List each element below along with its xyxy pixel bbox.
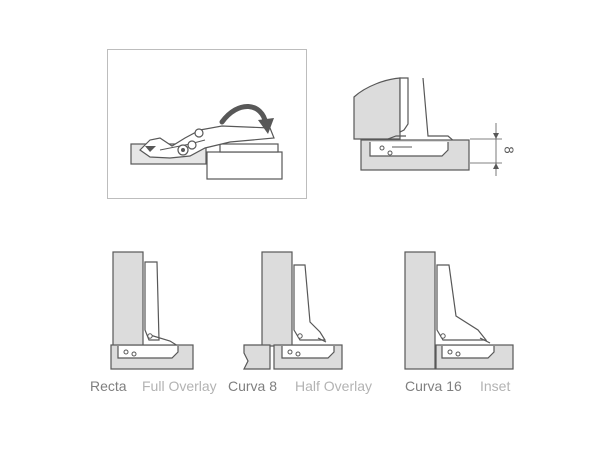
variant-overlay-full: Full Overlay <box>142 378 217 394</box>
hinge-link <box>317 337 327 343</box>
hinge-body <box>399 77 409 133</box>
adjacent-door-panel <box>243 344 271 370</box>
hinge-cup <box>441 346 495 359</box>
hinge-cup <box>281 346 335 359</box>
rotation-arrow-head <box>258 118 274 134</box>
cabinet-side-panel <box>404 251 436 370</box>
rotation-arrow <box>219 104 269 127</box>
variant-name-recta: Recta <box>90 378 127 394</box>
cup-screw-hole <box>387 150 393 156</box>
cup-screw-hole <box>287 349 293 355</box>
cup-screw-hole <box>123 349 129 355</box>
variant-overlay-half: Half Overlay <box>295 378 373 394</box>
cup-screw-hole <box>131 351 137 357</box>
cup-screw-hole <box>295 351 301 357</box>
hinge-arm <box>144 261 160 341</box>
dimension-arrow-top <box>493 133 499 139</box>
cabinet-side-panel <box>261 251 293 347</box>
hinge-pivot-2 <box>187 140 197 150</box>
hinge-pivot-3 <box>194 128 204 138</box>
cup-screw-hole <box>455 351 461 357</box>
hinge-pivot-center <box>181 148 185 152</box>
variant-curva8-illustration <box>243 251 343 370</box>
installation-illustration <box>107 49 307 199</box>
cabinet-side-panel <box>353 77 401 140</box>
hinge-pivot <box>297 333 303 339</box>
hinge-link <box>479 337 491 344</box>
variant-name-curva16: Curva 16 <box>405 378 462 394</box>
cup-screw-hole <box>447 349 453 355</box>
hinge-cup-cover <box>219 143 279 153</box>
hinge-pivot <box>440 333 446 339</box>
measurement-detail: 8 <box>353 77 517 176</box>
screw <box>145 146 156 152</box>
variant-name-curva8: Curva 8 <box>228 378 278 394</box>
dimension-arrow-bottom <box>493 163 499 169</box>
illustration-frame <box>107 49 307 199</box>
variant-overlay-inset: Inset <box>480 378 511 394</box>
hinge-link <box>149 334 179 347</box>
dimension-value: 8 <box>502 146 517 153</box>
hinge-arm <box>293 264 327 341</box>
variant-recta-illustration <box>110 251 194 370</box>
variant-curva16-illustration <box>404 251 514 370</box>
hinge-pivot <box>147 333 153 339</box>
hinge-arm <box>436 264 488 341</box>
cup-screw-hole <box>379 145 385 151</box>
door-block <box>206 151 283 180</box>
cabinet-side-panel <box>112 251 144 347</box>
